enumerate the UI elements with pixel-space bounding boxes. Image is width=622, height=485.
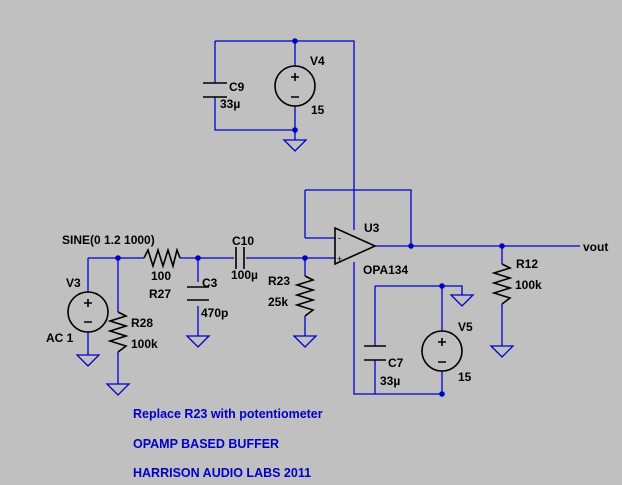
v4-ground-icon [282,139,308,152]
u3-value-label: OPA134 [363,263,408,277]
c9-name-label: C9 [229,80,245,94]
c3-value-label: 470p [201,306,228,320]
v4-c9-supply-wiring [214,38,355,230]
r28-name-label: R28 [131,316,153,330]
comment-harrison-audio-labs: HARRISON AUDIO LABS 2011 [133,466,311,480]
r12-resistor-icon[interactable] [491,263,513,305]
c3-ground-icon [185,335,211,348]
u3-opamp-icon[interactable] [334,226,377,266]
c7-capacitor-icon[interactable] [364,345,386,361]
v4-name-label: V4 [310,54,325,68]
v5-name-label: V5 [458,320,473,334]
c10-value-label: 100µ [231,268,258,282]
c10-name-label: C10 [232,234,254,248]
u3-noninverting-pin-label: + [337,254,342,264]
c3-name-label: C3 [202,276,218,290]
r12-name-label: R12 [516,257,538,271]
r28-resistor-icon[interactable] [107,311,129,353]
input-wiring [87,255,234,384]
c9-value-label: 33µ [220,97,240,111]
v3-ground-icon [75,354,101,367]
c7-value-label: 33µ [380,374,400,388]
v3-ac-voltage-source-icon[interactable] [67,291,109,333]
u3-name-label: U3 [364,221,380,235]
r28-value-label: 100k [131,337,158,351]
v3-spec-label: SINE(0 1.2 1000) [62,233,155,247]
r23-ground-icon [292,335,318,348]
c10-capacitor-icon[interactable] [235,247,245,269]
r27-name-label: R27 [149,287,171,301]
c7-name-label: C7 [388,356,404,370]
v3-name-label: V3 [66,276,81,290]
comment-opamp-buffer: OPAMP BASED BUFFER [133,437,279,451]
v5-c7-supply-wiring [374,283,463,397]
r12-ground-icon [489,345,515,358]
c9-capacitor-icon[interactable] [203,82,227,98]
r28-ground-icon [105,383,131,396]
v5-dc-voltage-source-icon[interactable] [421,330,463,372]
v4-dc-voltage-source-icon[interactable] [274,65,316,107]
v5-value-label: 15 [458,370,472,384]
v5-ground-icon [449,294,475,307]
vout-net-label: vout [583,240,608,254]
r12-value-label: 100k [515,278,542,292]
comment-replace-r23: Replace R23 with potentiometer [133,407,323,421]
r23-resistor-icon[interactable] [294,275,316,317]
r23-value-label: 25k [268,295,288,309]
v4-value-label: 15 [311,103,325,117]
c10-r23-wiring [246,255,335,336]
v3-value-label: AC 1 [46,331,74,345]
r23-name-label: R23 [268,274,290,288]
r27-resistor-icon[interactable] [143,247,181,269]
r27-value-label: 100 [151,269,171,283]
u3-inverting-pin-label: - [338,233,341,243]
c3-capacitor-icon[interactable] [187,286,209,301]
opamp-wiring [304,189,580,395]
